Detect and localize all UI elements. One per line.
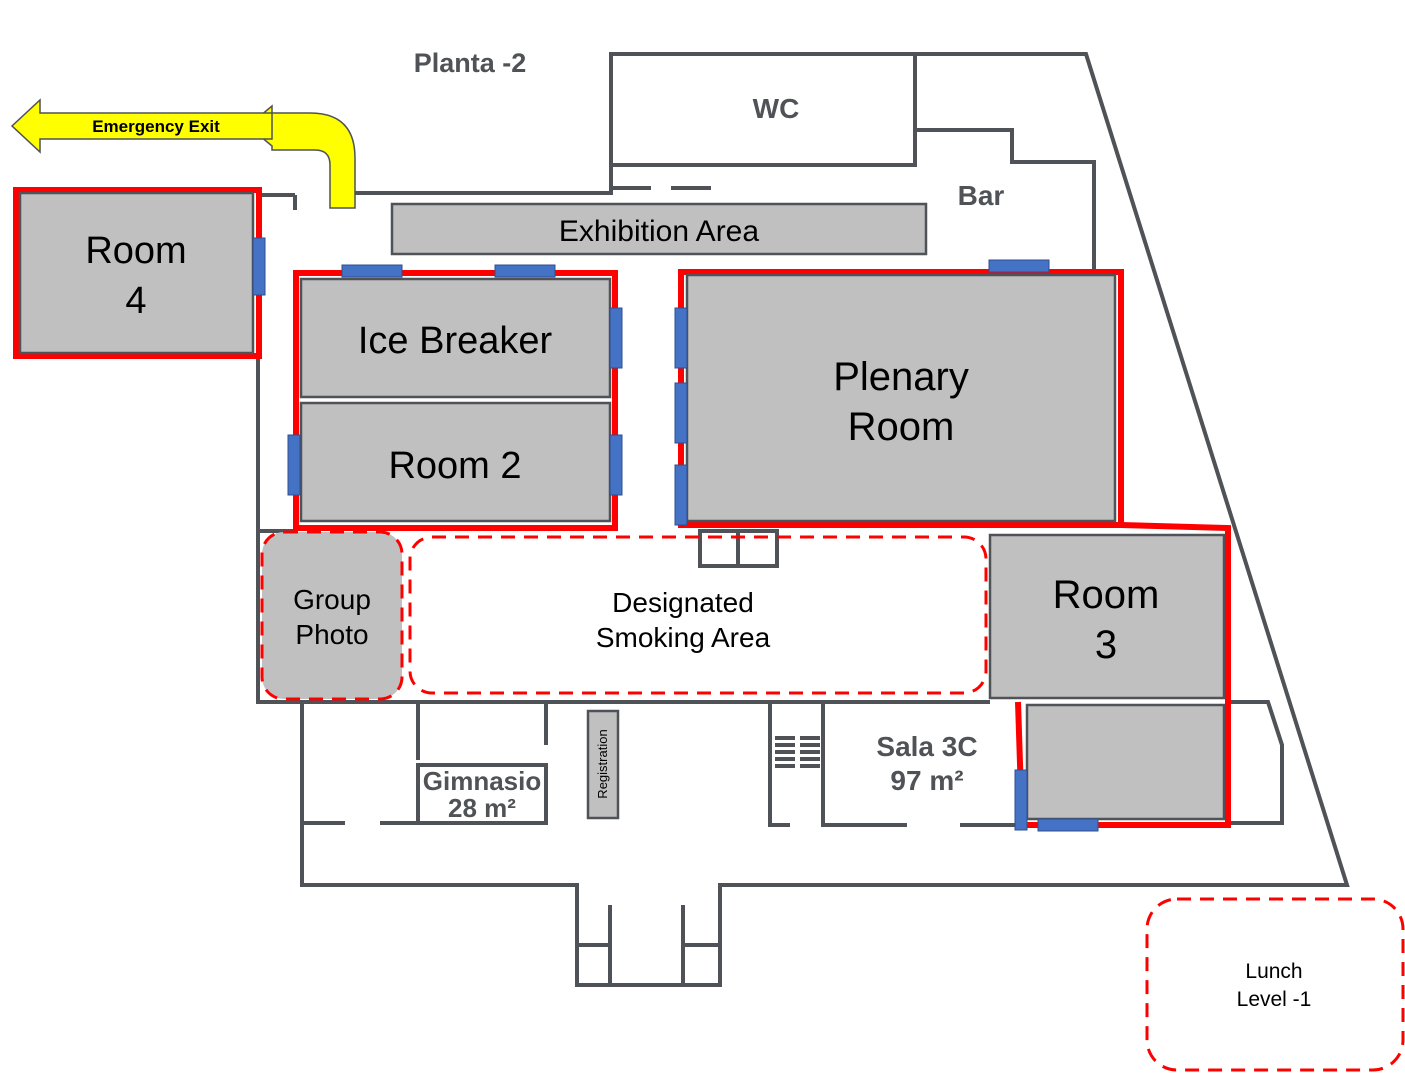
group-photo-label-line2: Photo — [295, 619, 368, 650]
group-photo-label-line1: Group — [293, 584, 371, 615]
ice-breaker-label: Ice Breaker — [358, 320, 553, 362]
sala-3c-label-line1: Sala 3C — [876, 731, 977, 762]
plenary-room: Plenary Room — [674, 259, 1124, 528]
plenary-label-line2: Room — [848, 405, 955, 449]
room-4-label-line1: Room — [85, 230, 186, 272]
wc-label: WC — [753, 93, 800, 124]
ice-breaker-door-right — [609, 307, 623, 369]
room-3-label-line2: 3 — [1095, 623, 1117, 667]
exhibition-area-label: Exhibition Area — [559, 215, 759, 248]
plenary-label-line1: Plenary — [833, 355, 969, 399]
ice-breaker-room: Ice Breaker — [299, 277, 612, 399]
ice-breaker-door-top-right — [494, 264, 556, 278]
gimnasio-label-line1: Gimnasio — [423, 766, 541, 796]
registration-desk: Registration — [586, 709, 620, 820]
gimnasio-label-line2: 28 m² — [448, 793, 516, 823]
lunch-label-line2: Level -1 — [1237, 988, 1312, 1011]
room-3: Room 3 — [988, 522, 1231, 832]
emergency-exit-label: Emergency Exit — [92, 117, 220, 136]
stairs — [775, 736, 820, 768]
bar-label: Bar — [958, 180, 1005, 211]
room-3-door-left — [1014, 769, 1028, 831]
room-2: Room 2 — [299, 401, 612, 523]
room-4-label-line2: 4 — [125, 280, 146, 322]
room-4: Room 4 — [13, 187, 266, 359]
plenary-door-left-2 — [674, 382, 688, 444]
building-walls — [256, 52, 1350, 987]
plenary-door-left-3 — [674, 464, 688, 526]
planta-label: Planta -2 — [414, 48, 527, 78]
smoking-area: Designated Smoking Area — [408, 535, 988, 695]
group-photo-area: Group Photo — [260, 530, 404, 701]
plenary-door-left-1 — [674, 307, 688, 369]
registration-label: Registration — [595, 729, 610, 798]
lunch-label-line1: Lunch — [1245, 960, 1302, 983]
room-2-door-left — [287, 434, 301, 496]
room-3-door-bottom — [1037, 818, 1099, 832]
plenary-door-top — [988, 259, 1050, 273]
room-3-label-line1: Room — [1053, 573, 1160, 617]
ice-breaker-room2-outline — [293, 270, 618, 531]
lunch-area: Lunch Level -1 — [1145, 897, 1405, 1072]
exhibition-area — [390, 202, 928, 256]
room-2-door-right — [609, 434, 623, 496]
emergency-exit-arrow: Emergency Exit — [10, 98, 356, 209]
room-2-label: Room 2 — [388, 445, 521, 487]
room-4-door — [252, 237, 266, 296]
smoking-area-label-line2: Smoking Area — [596, 622, 771, 653]
sala-3c-label-line2: 97 m² — [890, 765, 963, 796]
ice-breaker-door-top-left — [341, 264, 403, 278]
smoking-area-label-line1: Designated — [612, 587, 754, 618]
